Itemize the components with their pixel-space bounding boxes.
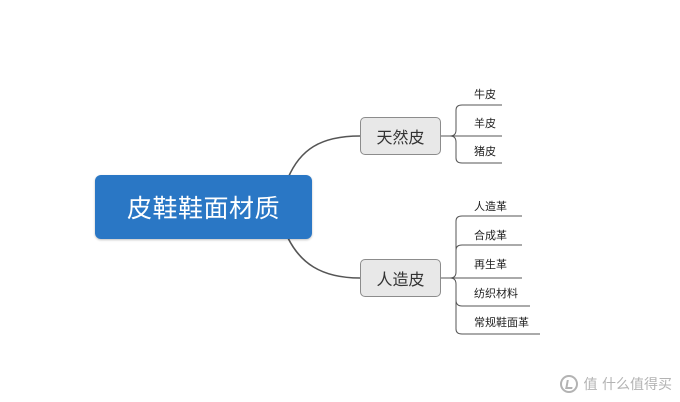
watermark-logo-icon: [559, 375, 578, 393]
watermark: 值 什么值得买: [559, 374, 672, 394]
watermark-text: 值 什么值得买: [583, 377, 672, 393]
leaf-node[interactable]: 纺织材料: [474, 287, 518, 300]
connector-root-natural: [287, 135, 361, 179]
leaf-node[interactable]: 牛皮: [474, 88, 496, 101]
branch-node-natural-leather[interactable]: 天然皮: [360, 117, 441, 155]
leaf-node[interactable]: 常规鞋面革: [474, 316, 529, 329]
connectors-natural-leaves: [441, 104, 502, 164]
branch-node-artificial-leather[interactable]: 人造皮: [360, 259, 441, 297]
root-node[interactable]: 皮鞋鞋面材质: [95, 175, 312, 239]
leaf-node[interactable]: 合成革: [474, 229, 507, 242]
leaf-node[interactable]: 羊皮: [474, 117, 496, 130]
connectors-artificial-leaves: [441, 215, 540, 335]
leaf-node[interactable]: 猪皮: [474, 145, 496, 158]
leaf-node[interactable]: 再生革: [474, 258, 507, 271]
connector-root-artificial: [287, 237, 361, 279]
leaf-node[interactable]: 人造革: [474, 200, 507, 213]
